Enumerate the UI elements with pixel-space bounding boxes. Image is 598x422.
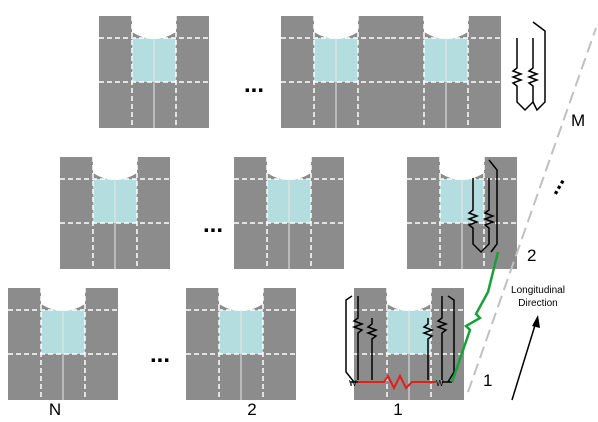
unit-cell-row-m-col-n	[98, 15, 210, 129]
row-label-2: 2	[527, 246, 536, 265]
ellipsis-rows: ...	[539, 170, 570, 198]
column-label-n: N	[49, 400, 61, 419]
direction-arrow-icon	[511, 315, 540, 401]
row-label-m: M	[571, 111, 585, 130]
unit-cell-row-1-col-2	[185, 287, 297, 401]
node-w-left: W	[349, 379, 357, 388]
node-w-right: W	[436, 379, 444, 388]
row-m: ...	[98, 15, 546, 129]
column-label-1: 1	[393, 400, 402, 419]
longitudinal-label-line2: Direction	[518, 298, 557, 309]
resistor-network-icon	[345, 295, 455, 383]
depth-guide-line	[467, 27, 597, 393]
ellipsis-row-2: ...	[203, 211, 223, 238]
unit-cell-row-1-col-n	[7, 287, 119, 401]
row-2: ...	[59, 156, 518, 270]
unit-cell-row-2-col-1	[406, 156, 518, 270]
unit-cell-row-2-col-n	[59, 156, 171, 270]
unit-cell-row-m-col-2	[280, 15, 392, 129]
resistor-network-icon	[466, 159, 498, 254]
row-1: ... W W	[7, 287, 465, 401]
lateral-resistor	[358, 373, 436, 391]
ellipsis-row-m: ...	[244, 71, 264, 98]
ellipsis-row-1: ...	[150, 341, 170, 368]
unit-cell-row-1-col-1	[353, 287, 465, 401]
column-label-2: 2	[247, 400, 256, 419]
unit-cell-row-m-col-1	[390, 15, 502, 129]
row-label-1: 1	[483, 371, 492, 390]
unit-cell-row-2-col-2	[233, 156, 345, 270]
resistor-network-icon	[510, 21, 546, 112]
longitudinal-label-line1: Longitudinal	[511, 285, 565, 296]
longitudinal-resistor	[450, 251, 500, 383]
